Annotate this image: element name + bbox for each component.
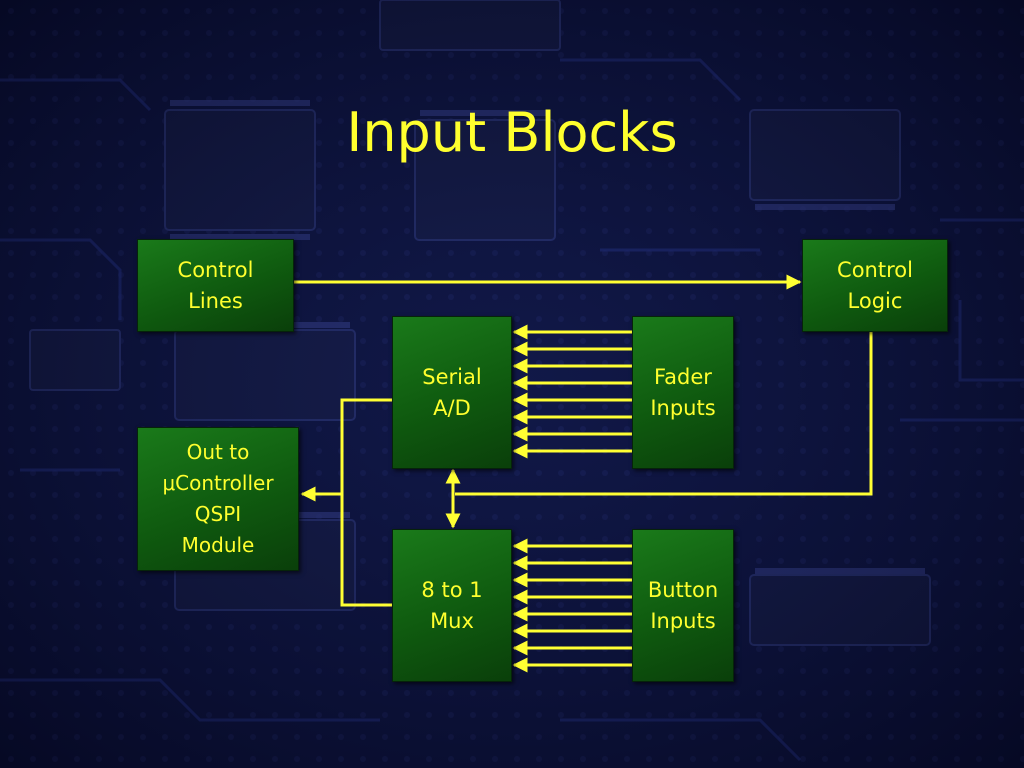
serial-ad-block: Serial A/D — [392, 316, 512, 469]
control-logic-block: Control Logic — [802, 239, 948, 332]
control-logic-feedback-wire — [455, 332, 873, 496]
slide-title: Input Blocks — [346, 101, 678, 164]
fader-input-arrows — [512, 324, 632, 459]
out-to-controller-block: Out to μController QSPI Module — [137, 427, 299, 571]
mux-block: 8 to 1 Mux — [392, 529, 512, 682]
fader-inputs-block: Fader Inputs — [632, 316, 734, 469]
control-lines-block: Control Lines — [137, 239, 294, 332]
button-inputs-block: Button Inputs — [632, 529, 734, 682]
serial-to-out-wire — [340, 398, 392, 607]
button-input-arrows — [512, 538, 632, 673]
